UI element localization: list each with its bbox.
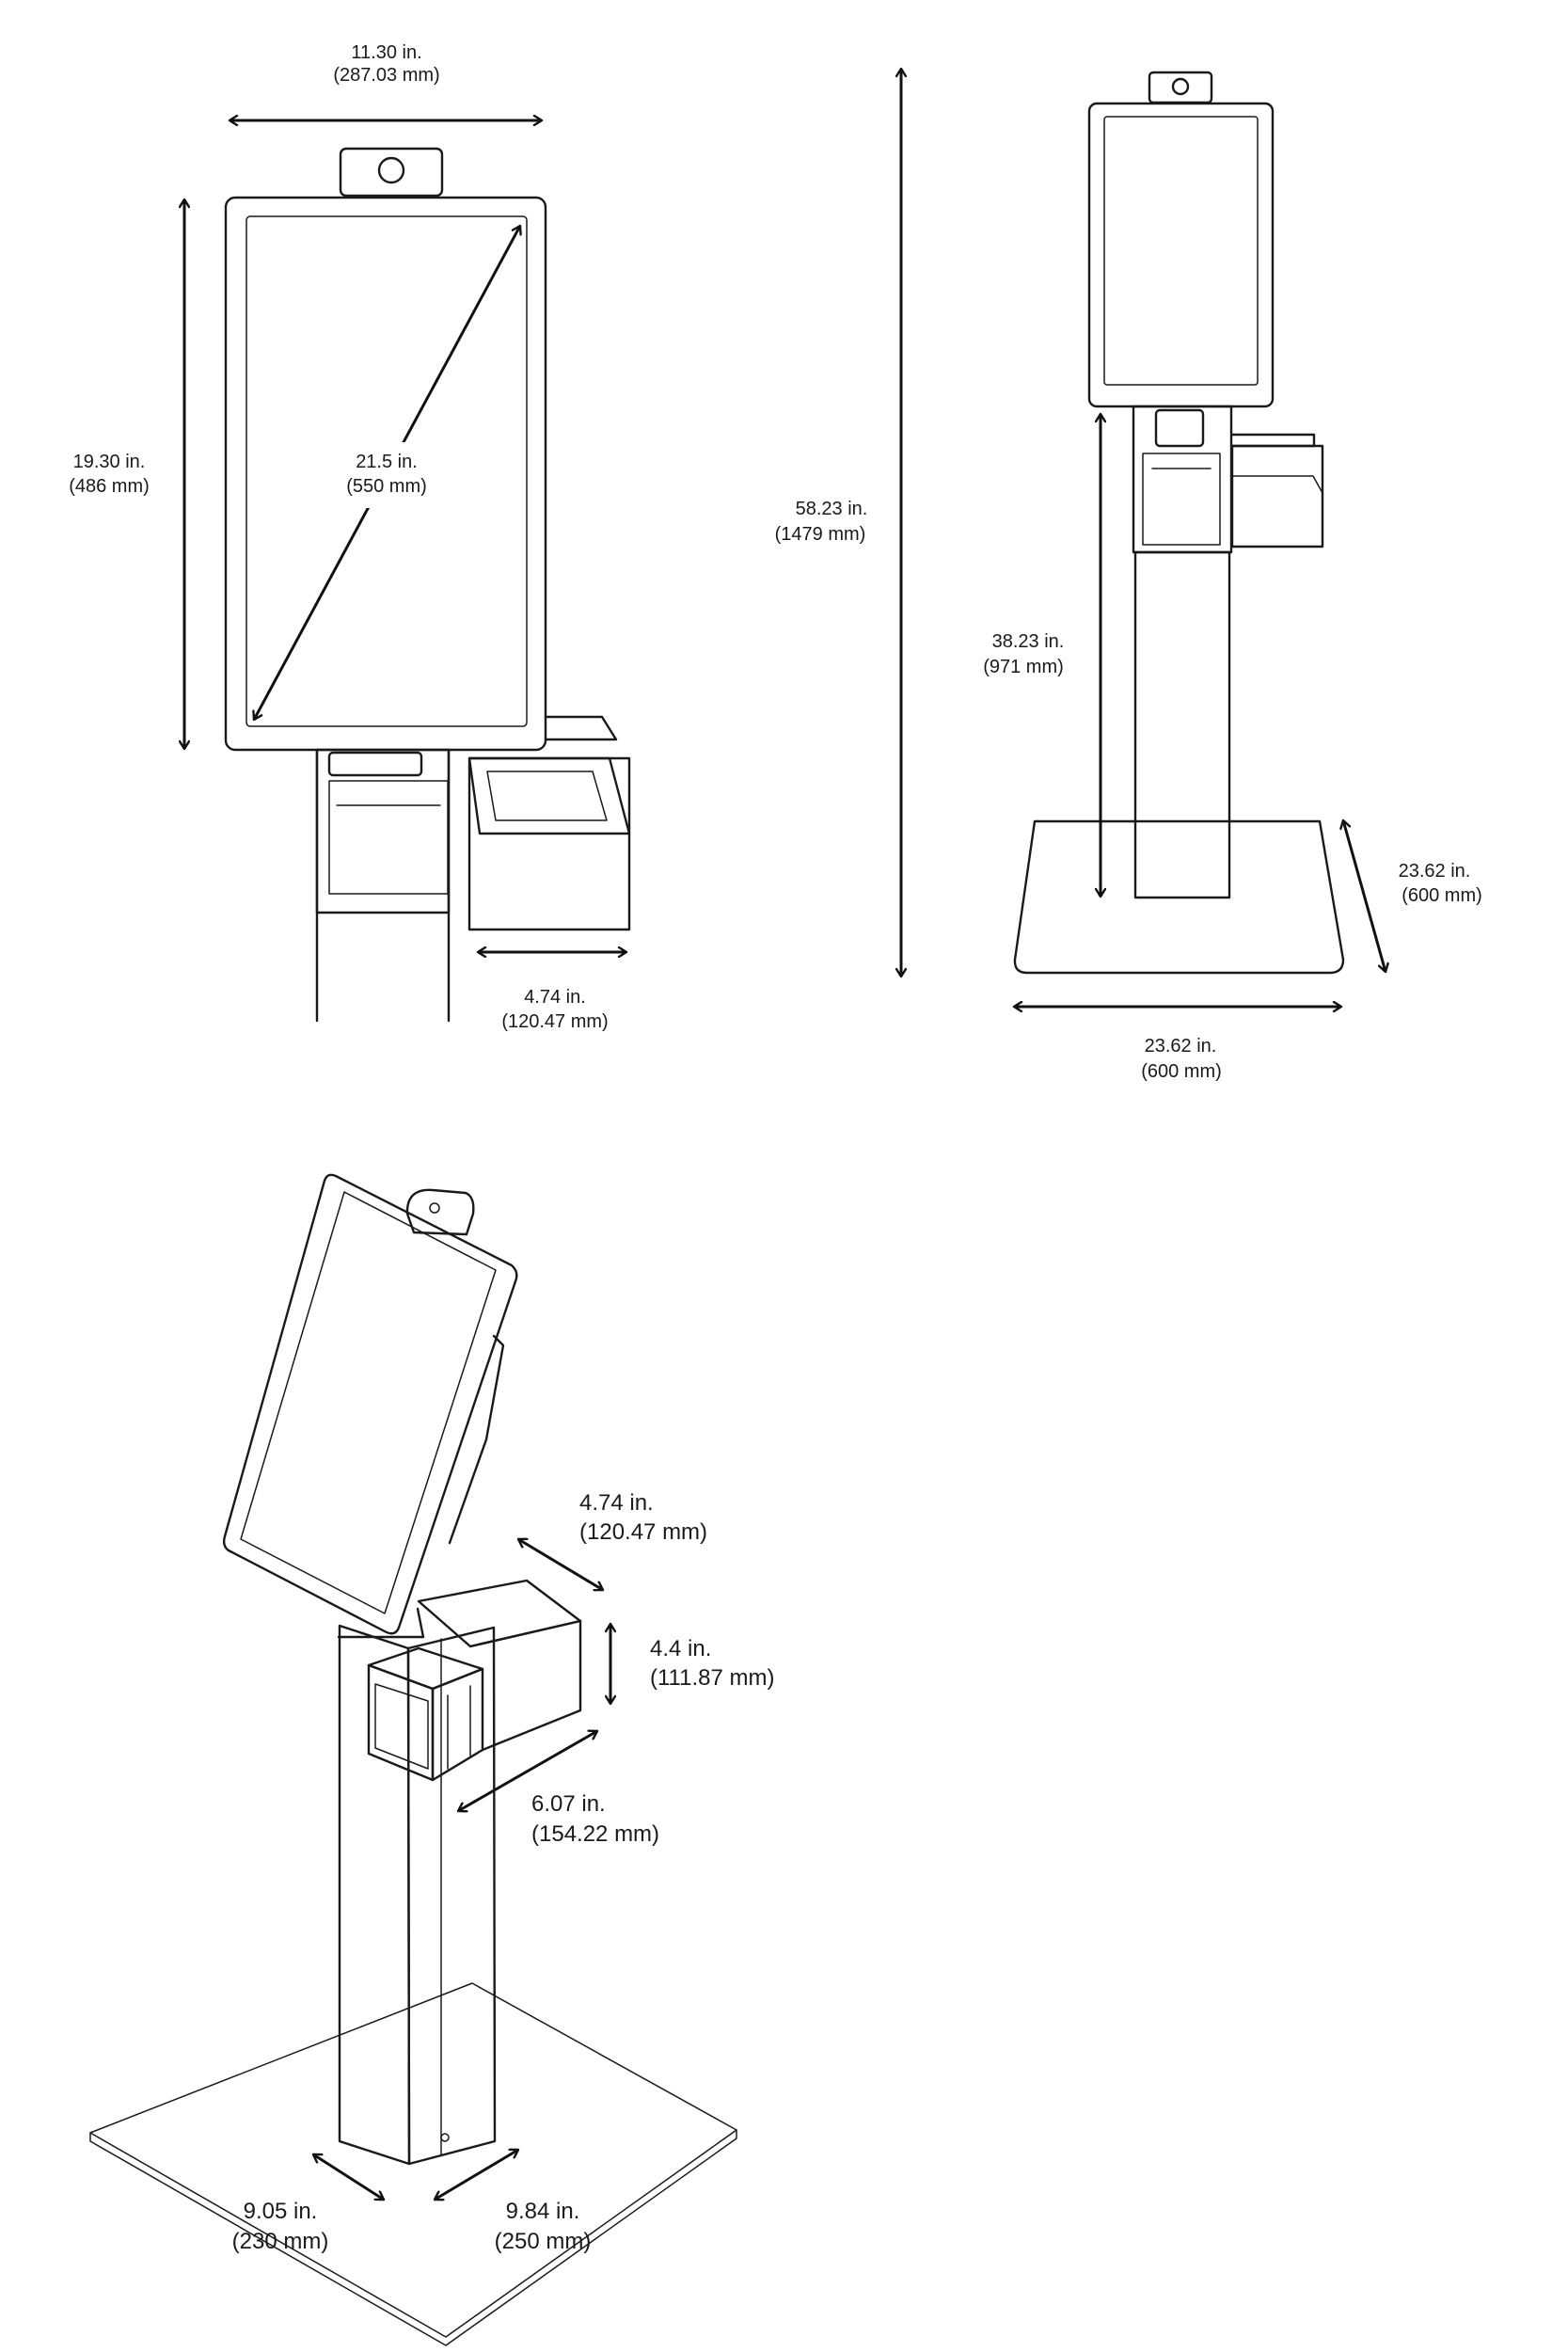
counter-height-in-label: 38.23 in. xyxy=(992,631,1065,652)
iso-screen-mount xyxy=(448,1334,505,1545)
base-width-in-label: 23.62 in. xyxy=(1145,1036,1217,1057)
iso-column-depth-arrow xyxy=(313,2153,384,2201)
side-column xyxy=(1133,550,1231,899)
iso-printer-front xyxy=(367,1663,435,1782)
side-receipt-slot xyxy=(1154,408,1205,448)
diagonal-mm-label: (550 mm) xyxy=(346,476,427,497)
side-printer-lid xyxy=(1229,433,1316,448)
base-width-mm-label: (600 mm) xyxy=(1141,1061,1222,1082)
camera-lens-icon xyxy=(377,156,405,184)
iso-printer-top xyxy=(417,1579,582,1648)
iso-column-width-mm-label: (250 mm) xyxy=(495,2229,592,2254)
iso-printer-width-mm-label: (120.47 mm) xyxy=(579,1519,707,1545)
iso-column-side xyxy=(406,1626,497,2166)
iso-camera-lens-icon xyxy=(429,1202,440,1214)
iso-view xyxy=(89,1173,737,2346)
side-view xyxy=(1013,71,1345,975)
total-height-in-label: 58.23 in. xyxy=(796,499,868,519)
base-depth-in-label: 23.62 in. xyxy=(1399,861,1471,882)
front-view xyxy=(224,147,631,1023)
base-depth-mm-label: (600 mm) xyxy=(1402,885,1482,906)
iso-printer-height-in-label: 4.4 in. xyxy=(650,1636,711,1661)
side-printer-box xyxy=(1230,444,1324,548)
height-mm-label: (486 mm) xyxy=(69,476,150,497)
height-in-label: 19.30 in. xyxy=(73,452,146,472)
width-in-label: 11.30 in. xyxy=(351,42,421,63)
iso-printer-height-mm-label: (111.87 mm) xyxy=(650,1665,774,1691)
iso-printer-side xyxy=(468,1619,582,1752)
front-column xyxy=(315,748,451,1023)
iso-printer-depth-mm-label: (154.22 mm) xyxy=(531,1821,659,1847)
printer-width-mm-label: (120.47 mm) xyxy=(501,1011,608,1032)
iso-printer-lid xyxy=(367,1646,484,1691)
diagonal-in-label: 21.5 in. xyxy=(356,452,418,472)
total-height-mm-label: (1479 mm) xyxy=(775,524,866,545)
iso-printer-width-arrow xyxy=(518,1539,603,1590)
base-depth-arrow xyxy=(1343,820,1386,972)
side-screen-bezel xyxy=(1087,102,1275,408)
receipt-slot xyxy=(327,751,423,777)
side-screen-display xyxy=(1103,116,1259,386)
printer-lid xyxy=(544,715,618,741)
iso-printer-depth-in-label: 6.07 in. xyxy=(531,1791,606,1817)
printer-top xyxy=(467,756,631,835)
iso-screen-bezel xyxy=(222,1173,518,1635)
screen-display xyxy=(245,215,528,727)
width-mm-label: (287.03 mm) xyxy=(333,65,439,86)
side-camera-module xyxy=(1148,71,1213,104)
iso-column-depth-in-label: 9.05 in. xyxy=(244,2199,318,2224)
iso-screen-display xyxy=(240,1191,497,1614)
counter-height-mm-label: (971 mm) xyxy=(983,657,1064,677)
side-camera-lens-icon xyxy=(1171,77,1190,96)
camera-module xyxy=(339,147,444,198)
iso-column-depth-mm-label: (230 mm) xyxy=(232,2229,329,2254)
iso-column-front xyxy=(338,1624,411,2166)
iso-camera-module xyxy=(405,1188,475,1236)
side-column-housing xyxy=(1132,405,1233,554)
iso-printer-width-in-label: 4.74 in. xyxy=(579,1490,654,1516)
printer-box xyxy=(467,756,631,931)
front-panel xyxy=(328,780,449,895)
iso-base-plate xyxy=(89,1982,737,2338)
iso-column-width-arrow xyxy=(435,2150,518,2200)
iso-printer-depth-arrow xyxy=(458,1731,597,1811)
front-column-housing xyxy=(315,748,451,914)
iso-column-width-in-label: 9.84 in. xyxy=(506,2199,580,2224)
printer-width-in-label: 4.74 in. xyxy=(524,987,586,1008)
